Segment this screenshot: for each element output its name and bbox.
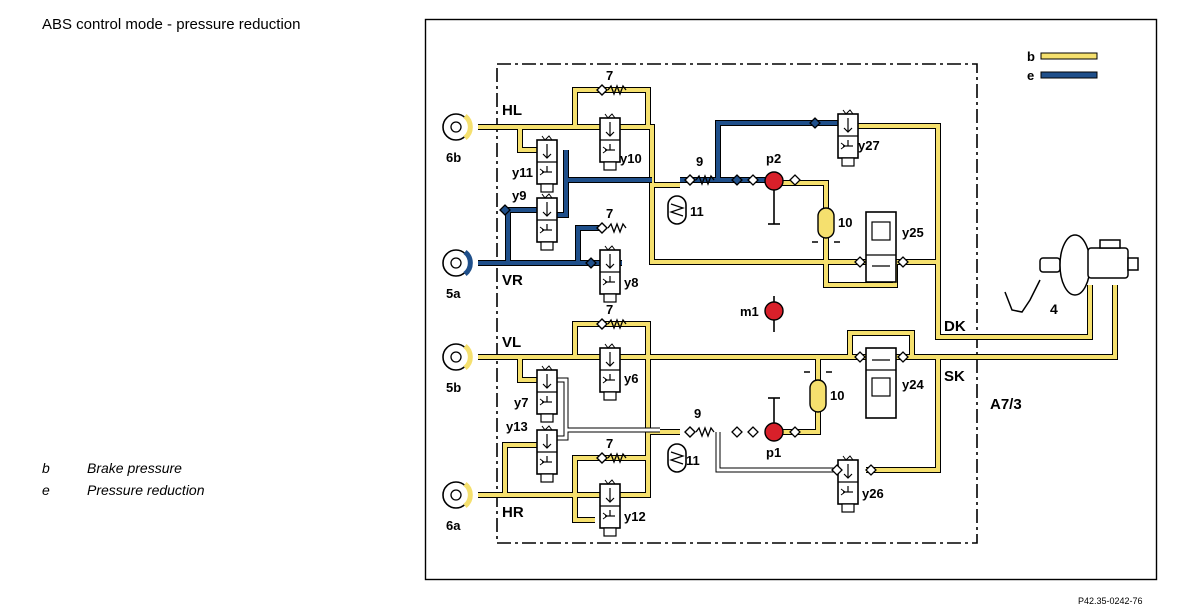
legend-key: e [42, 482, 50, 498]
circuit-label-vl: VL [502, 334, 521, 351]
motor-m1 [764, 296, 784, 332]
line-fittings [499, 117, 909, 476]
valve-y13 [536, 425, 558, 483]
check-valve-label: 7 [606, 68, 613, 83]
check-valve-label: 7 [606, 302, 613, 317]
accumulator-11-upper [667, 195, 687, 225]
valve-y6 [599, 343, 621, 401]
master-cylinder-label: 4 [1050, 301, 1058, 317]
check-valve-7-vr [596, 222, 627, 234]
circuit-label-hl: HL [502, 102, 522, 119]
legend-text: Brake pressure [87, 460, 182, 476]
key-b-swatch [1040, 52, 1098, 60]
valve-y25 [865, 211, 897, 283]
check-valve-label: 9 [694, 406, 701, 421]
damper-10-lower [804, 371, 832, 413]
brake-pressure-lines [478, 87, 1118, 523]
motor-label-m1: m1 [740, 304, 759, 319]
valve-y7 [536, 365, 558, 423]
wheel-label: 5b [446, 380, 461, 395]
wheel-5a: 5a [442, 249, 473, 301]
wheel-5b: 5b [442, 343, 473, 395]
valve-y8 [599, 245, 621, 303]
wheel-6b: 6b [442, 113, 473, 165]
circuit-label-hr: HR [502, 504, 524, 521]
wheel-6a: 6a [442, 481, 473, 533]
circuit-label-vr: VR [502, 272, 523, 289]
idle-return-lines [552, 377, 840, 473]
check-valve-label: 7 [606, 436, 613, 451]
legend-row-brake-pressure: b Brake pressure [42, 457, 205, 479]
pump-label-p2: p2 [766, 151, 781, 166]
figure-id: P42.35-0242-76 [1078, 596, 1143, 606]
valve-label-y12: y12 [624, 509, 646, 524]
valve-label-y6: y6 [624, 371, 638, 386]
accumulator-label: 11 [686, 453, 700, 468]
hydraulic-unit-boundary [496, 63, 978, 544]
valve-label-y7: y7 [514, 395, 528, 410]
check-valve-9-lower [684, 426, 715, 438]
valve-y24 [865, 347, 897, 419]
accumulator-label: 11 [690, 204, 704, 219]
valve-y9 [536, 193, 558, 251]
valve-label-y8: y8 [624, 275, 638, 290]
valve-label-y24: y24 [902, 377, 924, 392]
valve-label-y9: y9 [512, 188, 526, 203]
pump-label-p1: p1 [766, 445, 781, 460]
line-label-sk: SK [944, 368, 965, 385]
legend-row-pressure-reduction: e Pressure reduction [42, 479, 205, 501]
valve-y26 [837, 455, 859, 513]
key-e-label: e [1027, 68, 1034, 83]
pump-p2 [764, 171, 784, 225]
valve-y12 [599, 479, 621, 537]
valve-label-y13: y13 [506, 419, 528, 434]
damper-label: 10 [838, 215, 852, 230]
pressure-reduction-lines [478, 120, 838, 266]
wheel-label: 6a [446, 518, 461, 533]
line-label-dk: DK [944, 318, 966, 335]
valve-label-y10: y10 [620, 151, 642, 166]
wheel-label: 6b [446, 150, 461, 165]
check-valve-label: 7 [606, 206, 613, 221]
valve-y11 [536, 135, 558, 193]
pump-p1 [764, 397, 784, 442]
unit-label-a7-3: A7/3 [990, 396, 1022, 413]
valve-label-y26: y26 [862, 486, 884, 501]
diagram-frame [424, 18, 1158, 581]
legend-key: b [42, 460, 50, 476]
check-valve-label: 9 [696, 154, 703, 169]
valve-label-y11: y11 [512, 165, 533, 180]
legend-text: Pressure reduction [87, 482, 205, 498]
wheel-label: 5a [446, 286, 461, 301]
key-b-label: b [1027, 49, 1035, 64]
valve-y10 [599, 113, 621, 171]
damper-10-upper [812, 207, 840, 243]
key-e-swatch [1040, 71, 1098, 79]
damper-label: 10 [830, 388, 844, 403]
valve-y27 [837, 109, 859, 167]
page-title: ABS control mode - pressure reduction [42, 16, 301, 33]
master-cylinder-4 [1004, 234, 1139, 313]
legend: b Brake pressure e Pressure reduction [42, 457, 205, 501]
valve-label-y27: y27 [858, 138, 880, 153]
valve-label-y25: y25 [902, 225, 924, 240]
accumulator-11-lower [667, 443, 687, 473]
